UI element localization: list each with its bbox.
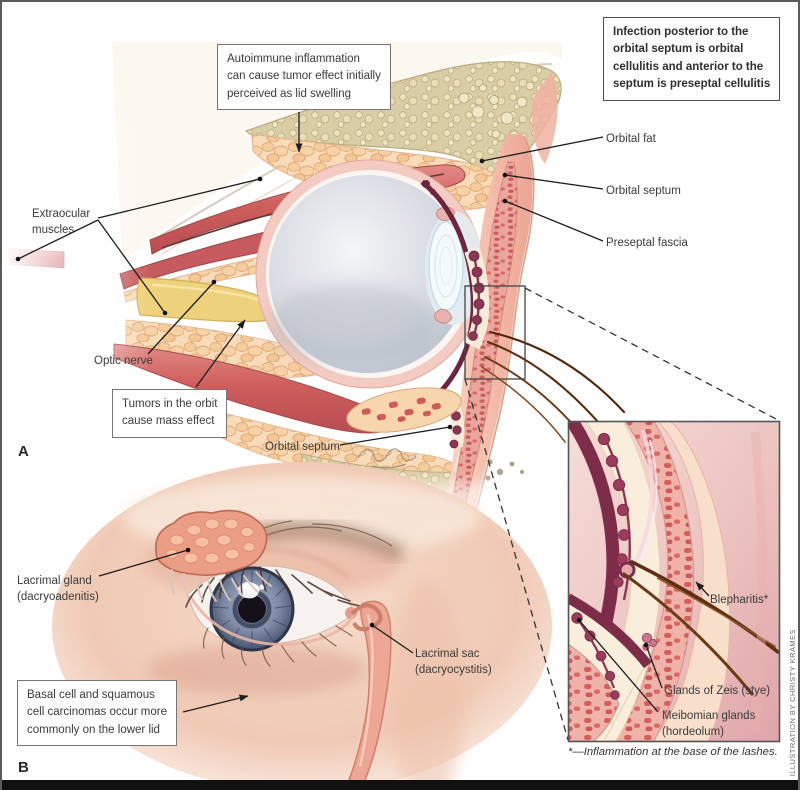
label-extraocular-muscles: Extraocular muscles xyxy=(32,208,91,237)
leader-optic-nerve xyxy=(147,281,215,355)
panel-b-eye-illustration xyxy=(52,462,552,790)
label-lacrimal-gland: Lacrimal gland (dacryoadenitis) xyxy=(17,575,99,604)
label-lacrimal-sac: Lacrimal sac (dacryocystitis) xyxy=(415,648,492,677)
zoom-dashed-line-top xyxy=(524,287,779,421)
leader-tumors-arrow xyxy=(195,319,246,388)
leader-preseptal-fascia xyxy=(504,200,604,242)
callout-basal-cell: Basal cell and squamous cell carcinomas … xyxy=(17,680,177,746)
label-orbital-septum-lower: Orbital septum xyxy=(265,441,340,453)
inset-eyelid-margin xyxy=(567,420,781,743)
label-optic-nerve: Optic nerve xyxy=(94,355,153,367)
leader-basal-cell-arrow xyxy=(182,694,249,713)
label-orbital-septum-upper: Orbital septum xyxy=(606,185,681,197)
leader-extraocular-muscles xyxy=(17,178,261,314)
label-glands-of-zeis: Glands of Zeis (stye) xyxy=(664,685,771,697)
label-blepharitis: Blepharitis* xyxy=(710,594,769,606)
callout-infection: Infection posterior to the orbital septu… xyxy=(603,17,781,101)
leader-orbital-septum-upper xyxy=(504,174,604,190)
panel-a-letter: A xyxy=(18,443,29,460)
label-orbital-fat: Orbital fat xyxy=(606,133,656,145)
footnote: *—Inflammation at the base of the lashes… xyxy=(568,746,778,758)
leader-lines xyxy=(17,112,710,713)
zoom-rectangle xyxy=(464,285,526,380)
leader-dots xyxy=(15,158,649,648)
leader-glands-of-zeis xyxy=(645,644,663,689)
inset-border xyxy=(567,420,781,743)
leader-meibomian-glands xyxy=(578,619,659,713)
leader-orbital-fat xyxy=(481,136,604,162)
callout-tumors: Tumors in the orbit cause mass effect xyxy=(112,389,228,438)
label-meibomian-glands: Meibomian glands (hordeolum) xyxy=(662,710,756,739)
leader-lacrimal-gland xyxy=(98,549,189,577)
leader-orbital-septum-lower xyxy=(339,426,451,446)
bottom-border-bar xyxy=(2,780,798,790)
leader-lacrimal-sac xyxy=(371,624,414,654)
artist-signature xyxy=(357,448,417,469)
illustration-credit: ILLUSTRATION BY CHRISTY KRAMES xyxy=(788,628,797,776)
label-preseptal-fascia: Preseptal fascia xyxy=(606,237,688,249)
leader-blepharitis-arrow xyxy=(695,581,710,597)
panel-a-orbit-illustration xyxy=(2,42,626,572)
callout-autoimmune: Autoimmune inflammation can cause tumor … xyxy=(217,44,391,110)
zoom-dashed-line-bottom xyxy=(464,378,569,741)
panel-b-letter: B xyxy=(18,759,29,776)
